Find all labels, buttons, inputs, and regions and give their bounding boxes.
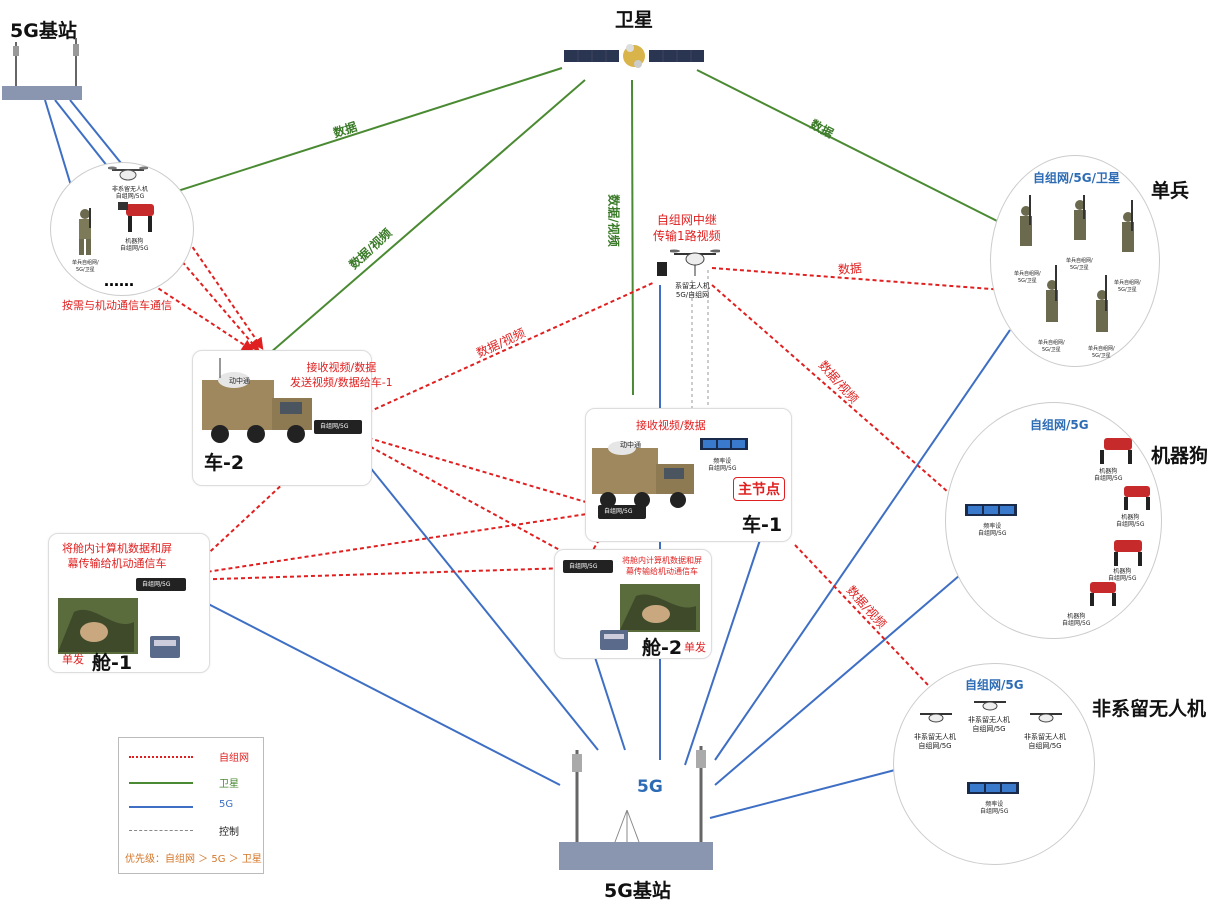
soldier-label: 单兵自组网/5G/卫星 [1066,258,1093,271]
display-icon [967,782,1019,794]
dog-label: 机器狗自组网/5G [1094,468,1123,482]
car2-mobile-comm: 动中通 [229,377,250,385]
shelter-icon [58,598,138,654]
note-cabin2: 将舱内计算机数据和屏幕传输给机动通信车 [622,556,702,576]
title-soldier: 单兵 [1151,180,1190,202]
dog-group-title: 自组网/5G [1030,418,1089,432]
dog-label: 机器狗自组网/5G [1116,514,1145,528]
display-icon [700,438,748,450]
cabin1-router: 自组网/5G [136,578,186,591]
left-field-group [50,162,194,296]
soldier-group-title: 自组网/5G/卫星 [1033,171,1120,185]
ellipsis: …… [104,272,134,290]
power-box-icon [150,636,180,658]
soldier-label: 单兵自组网/5G/卫星 [1088,346,1115,359]
note-relay: 自组网中继传输1路视频 [653,213,721,243]
truck-icon [592,441,694,508]
satellite-links [111,67,1016,396]
relay-drone-icon [670,249,720,276]
drone-label: 非系留无人机自组网/5G [1024,733,1066,750]
title-car2: 车-2 [204,452,245,474]
soldier-label: 单兵自组网/5G/卫星 [1014,271,1041,284]
priority-note: 优先级：自组网 ＞ 5G ＞ 卫星 [125,854,262,865]
power-box-icon [600,630,628,650]
label-relay-soldier: 数据 [837,260,863,278]
drone-label: 非系留无人机自组网/5G [914,733,956,750]
satellite-icon [564,44,704,68]
car2-router: 自组网/5G [314,420,362,434]
legend-item-adhoc: 自组网 [129,749,259,765]
fiveg-links [44,99,1011,819]
soldier-icon [79,208,91,255]
shelter-icon [620,584,700,632]
title-satellite: 卫星 [615,9,654,31]
title-drone: 非系留无人机 [1092,698,1207,720]
drone-units [920,701,1062,723]
soldier-label: 单兵自组网/5G/卫星 [1114,280,1141,293]
note-left-group: 按需与机动通信车通信 [62,299,172,312]
legend-item-satellite: 卫星 [129,775,259,791]
note-car2: 接收视频/数据发送视频/数据给车-1 [290,361,393,389]
single-cabin1: 单发 [62,653,84,666]
display-icon [965,504,1017,516]
title-base-station-top: 5G基站 [10,20,77,42]
left-soldier-label: 单兵自组网/5G/卫星 [72,260,99,273]
left-dog-label: 机器狗自组网/5G [120,238,149,252]
car1-router: 自组网/5G [598,505,646,519]
car1-display-label: 频率设自组网/5G [708,458,737,472]
title-base-station-bottom: 5G基站 [604,880,671,902]
robot-dog-units [1090,438,1150,606]
drone-display-label: 频率设自组网/5G [980,801,1009,815]
note-car1: 接收视频/数据 [636,419,706,432]
robot-dog-icon [118,202,154,232]
single-cabin2: 单发 [684,641,706,654]
title-cabin1: 舱-1 [92,652,133,674]
cabin2-router: 自组网/5G [563,560,613,573]
truck-icon [202,358,312,443]
main-node-badge: 主节点 [733,477,785,501]
dog-label: 机器狗自组网/5G [1108,568,1137,582]
title-car1: 车-1 [742,514,783,536]
dog-display-label: 频率设自组网/5G [978,523,1007,537]
label-sat-center: 数据/视频 [606,194,621,247]
soldier-units [1020,195,1134,332]
title-robot-dog: 机器狗 [1151,445,1209,467]
title-cabin2: 舱-2 [642,637,683,659]
legend-item-fiveg: 5G [129,799,259,815]
drone-label: 非系留无人机自组网/5G [968,716,1010,733]
fiveg-center-label: 5G [637,777,663,797]
legend: 自组网 卫星 5G 控制 优先级：自组网 ＞ 5G ＞ 卫星 [118,737,264,874]
drone-group-title: 自组网/5G [965,678,1024,692]
base-station-icon [2,38,82,100]
legend-item-control: 控制 [129,823,259,839]
relay-ground-unit [657,262,667,276]
car1-mobile-comm: 动中通 [620,441,641,449]
soldier-label: 单兵自组网/5G/卫星 [1038,340,1065,353]
left-drone-label: 非系留无人机自组网/5G [112,186,149,200]
note-cabin1: 将舱内计算机数据和屏幕传输给机动通信车 [62,542,172,570]
dog-label: 机器狗自组网/5G [1062,613,1091,627]
drone-group [893,663,1095,865]
soldier-group [990,155,1160,367]
drone-icon [108,166,148,181]
base-station-icon [559,746,713,870]
